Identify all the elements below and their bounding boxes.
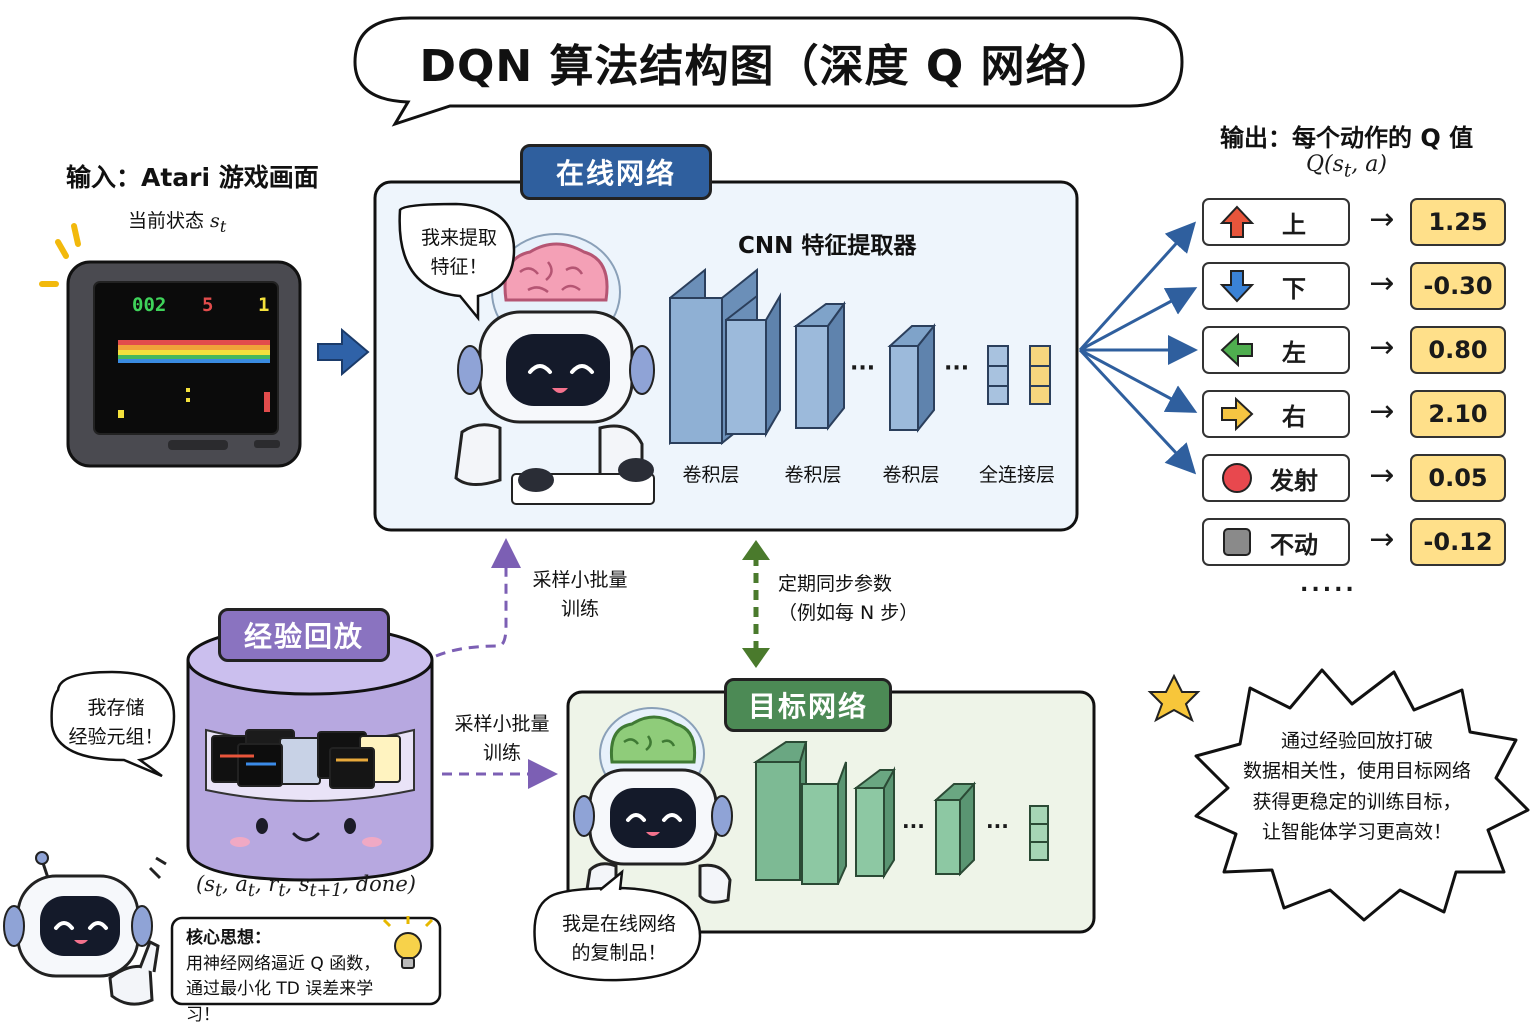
cnn-label: CNN 特征提取器	[738, 233, 917, 259]
online-network-badge: 在线网络	[520, 144, 712, 200]
replay-speech-bubble	[50, 670, 176, 778]
game-monitor	[66, 260, 302, 468]
replay-buffer-cylinder	[186, 624, 434, 882]
game-lives: 5	[202, 294, 214, 316]
q-value-down: -0.30	[1410, 262, 1506, 310]
target-speech-text: 我是在线网络的复制品！	[561, 913, 676, 965]
q-value-up: 1.25	[1410, 198, 1506, 246]
action-row-fire: 发射	[1202, 454, 1350, 502]
game-score: 002	[132, 294, 167, 316]
replay-badge: 经验回放	[218, 608, 390, 662]
action-arrow-fire: →	[1369, 458, 1395, 493]
brick-rows	[118, 340, 270, 363]
replay-speech-text: 我存储经验元组！	[68, 697, 164, 749]
sample-up-label: 采样小批量训练	[532, 569, 628, 621]
core-idea-text: 核心思想： 用神经网络逼近 Q 函数， 通过最小化 TD 误差来学习！	[186, 928, 381, 1025]
game-level: 1	[258, 294, 270, 316]
action-row-up: 上	[1202, 198, 1350, 246]
right-arrow-icon	[1216, 394, 1258, 434]
summary-text: 通过经验回放打破 数据相关性，使用目标网络 获得更稳定的训练目标， 让智能体学习…	[1242, 730, 1471, 844]
attention-marks-icon	[39, 223, 81, 287]
sample-up-arrow	[435, 538, 521, 658]
summary-burst-bubble	[1194, 668, 1530, 922]
output-label: 输出：每个动作的 Q 值	[1220, 124, 1474, 152]
action-row-left: 左	[1202, 326, 1350, 374]
lightbulb-icon	[382, 916, 434, 969]
target-speech-bubble	[533, 869, 702, 982]
layer-label-conv3: 卷积层	[882, 464, 940, 486]
q-value-noop: -0.12	[1410, 518, 1506, 566]
target-ellipsis-1: ···	[902, 814, 925, 838]
action-arrow-noop: →	[1369, 522, 1395, 557]
q-value-fire: 0.05	[1410, 454, 1506, 502]
online-ellipsis-2: ···	[944, 356, 970, 381]
down-arrow-icon	[1216, 266, 1258, 306]
action-arrow-up: →	[1369, 202, 1395, 237]
layer-label-conv2: 卷积层	[784, 464, 842, 486]
sample-right-label: 采样小批量训练	[454, 713, 550, 765]
action-row-right: 右	[1202, 390, 1350, 438]
target-ellipsis-2: ···	[986, 814, 1009, 838]
stored-screens	[211, 729, 401, 789]
online-robot	[454, 233, 655, 505]
left-arrow-icon	[1216, 330, 1258, 370]
target-cnn-layers	[752, 741, 1049, 885]
output-more: .....	[1300, 572, 1357, 597]
input-arrow	[317, 327, 370, 377]
gray-square-icon	[1216, 522, 1258, 562]
up-arrow-icon	[1216, 202, 1258, 242]
replay-tuple: (st, at, rt, st+1, done)	[196, 872, 416, 902]
online-cnn-layers	[669, 267, 1051, 446]
action-arrow-right: →	[1369, 394, 1395, 429]
output-fan-arrows	[1078, 221, 1198, 475]
q-function-label: Q(st, a)	[1306, 152, 1387, 182]
layer-label-fc: 全连接层	[978, 464, 1055, 486]
sync-arrow	[742, 540, 770, 668]
small-robot	[3, 851, 167, 1006]
title-bubble	[353, 16, 1184, 127]
sync-label: 定期同步参数（例如每 N 步）	[778, 573, 919, 625]
online-speech-text: 我来提取特征！	[420, 227, 497, 279]
core-idea-box	[170, 916, 442, 1006]
q-value-right: 2.10	[1410, 390, 1506, 438]
input-label: 输入：Atari 游戏画面	[66, 163, 319, 192]
action-row-down: 下	[1202, 262, 1350, 310]
star-icon	[1147, 673, 1201, 723]
online-speech-bubble	[398, 202, 516, 322]
action-row-noop: 不动	[1202, 518, 1350, 566]
state-label: 当前状态 st	[128, 210, 227, 236]
target-network-badge: 目标网络	[724, 678, 892, 732]
q-value-left: 0.80	[1410, 326, 1506, 374]
target-robot	[573, 707, 733, 904]
page-title: DQN 算法结构图（深度 Q 网络）	[419, 41, 1116, 92]
red-circle-icon	[1216, 458, 1258, 498]
action-arrow-left: →	[1369, 330, 1395, 365]
layer-label-conv1: 卷积层	[682, 464, 740, 486]
online-ellipsis-1: ···	[850, 356, 876, 381]
action-arrow-down: →	[1369, 266, 1395, 301]
